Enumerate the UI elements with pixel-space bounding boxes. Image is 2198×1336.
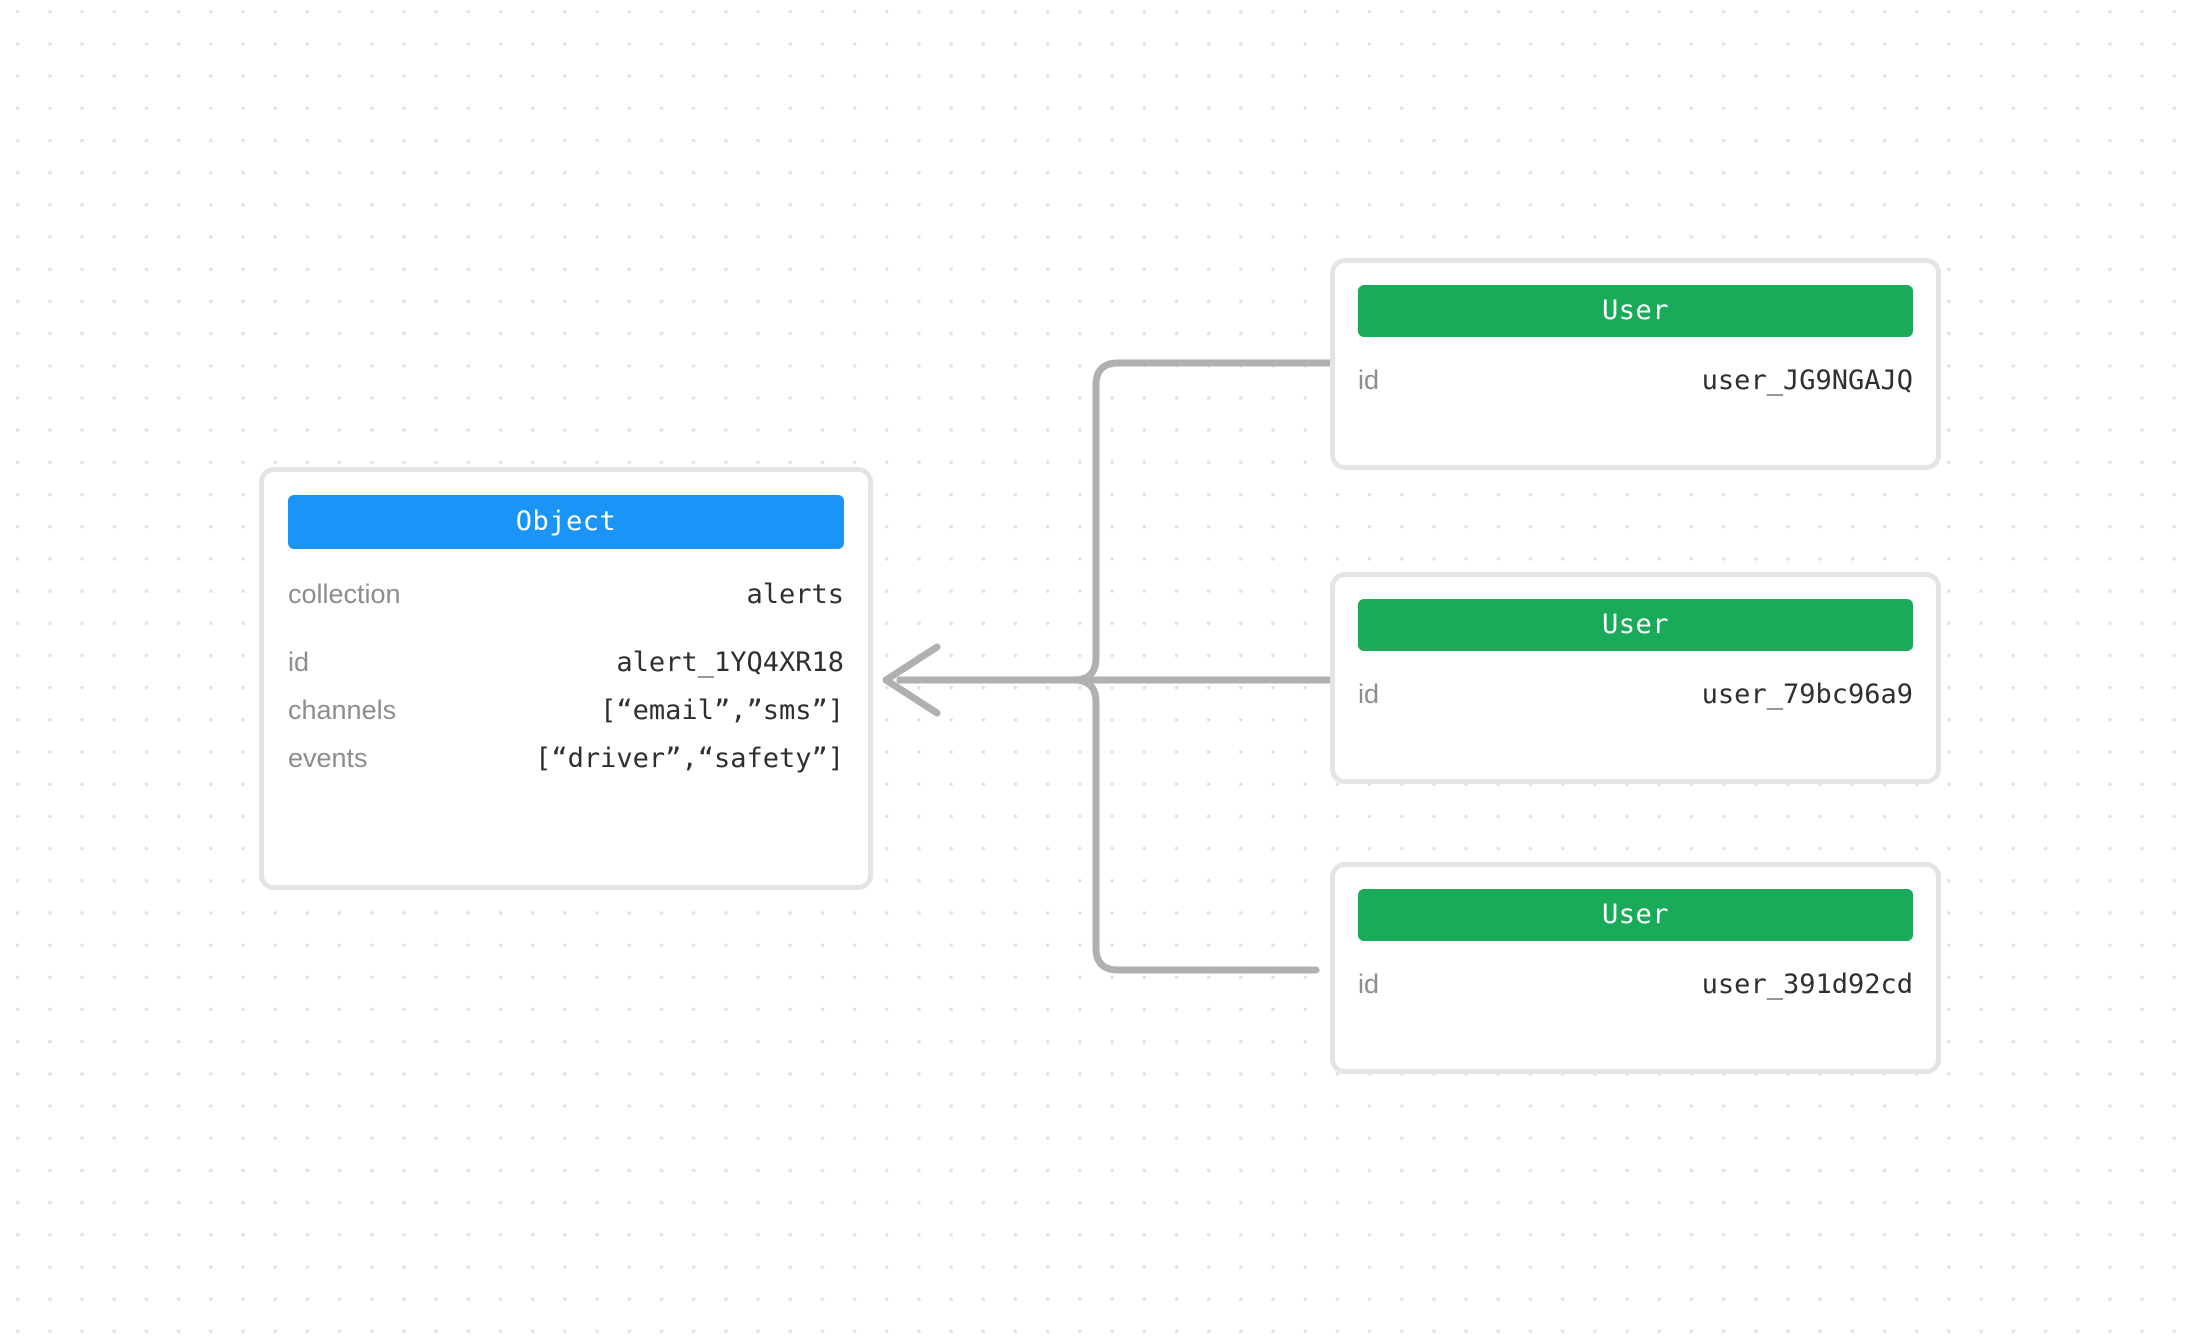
- field-value-events: [“driver”,“safety”]: [535, 743, 844, 774]
- field-key-id: id: [1358, 969, 1380, 999]
- field-row-events: events [“driver”,“safety”]: [288, 743, 844, 791]
- edge-user3-to-object: [896, 676, 1320, 974]
- field-value-channels: [“email”,”sms”]: [600, 695, 844, 726]
- node-user-3-type-badge: User: [1358, 889, 1913, 941]
- field-value-id: user_391d92cd: [1701, 969, 1913, 1000]
- node-object[interactable]: Object collection alerts id alert_1YQ4XR…: [259, 467, 873, 890]
- field-key-id: id: [288, 647, 310, 677]
- node-object-type-badge: Object: [288, 495, 844, 549]
- node-user-1-fields: id user_JG9NGAJQ: [1335, 337, 1936, 409]
- edge-arrowhead-icon: [882, 643, 941, 717]
- field-row-collection: collection alerts: [288, 579, 844, 627]
- field-key-id: id: [1358, 679, 1380, 709]
- field-key-events: events: [288, 743, 368, 773]
- node-user-3[interactable]: User id user_391d92cd: [1330, 862, 1941, 1074]
- node-user-2[interactable]: User id user_79bc96a9: [1330, 572, 1941, 784]
- field-key-id: id: [1358, 365, 1380, 395]
- node-user-1-type-badge: User: [1358, 285, 1913, 337]
- node-user-2-type-badge: User: [1358, 599, 1913, 651]
- field-row-id: id alert_1YQ4XR18: [288, 647, 844, 695]
- field-value-id: user_JG9NGAJQ: [1701, 365, 1913, 396]
- field-row-id: id user_391d92cd: [1358, 969, 1913, 1013]
- field-row-channels: channels [“email”,”sms”]: [288, 695, 844, 743]
- field-group-divider: [288, 627, 844, 647]
- field-row-id: id user_79bc96a9: [1358, 679, 1913, 723]
- field-value-id: alert_1YQ4XR18: [616, 647, 844, 678]
- field-value-collection: alerts: [746, 579, 844, 610]
- field-value-id: user_79bc96a9: [1701, 679, 1913, 710]
- field-key-collection: collection: [288, 579, 401, 609]
- node-user-3-fields: id user_391d92cd: [1335, 941, 1936, 1013]
- field-key-channels: channels: [288, 695, 397, 725]
- node-user-2-fields: id user_79bc96a9: [1335, 651, 1936, 723]
- node-user-1[interactable]: User id user_JG9NGAJQ: [1330, 258, 1941, 470]
- field-row-id: id user_JG9NGAJQ: [1358, 365, 1913, 409]
- node-object-fields: collection alerts id alert_1YQ4XR18 chan…: [264, 549, 868, 791]
- edge-user1-to-object: [896, 359, 1334, 684]
